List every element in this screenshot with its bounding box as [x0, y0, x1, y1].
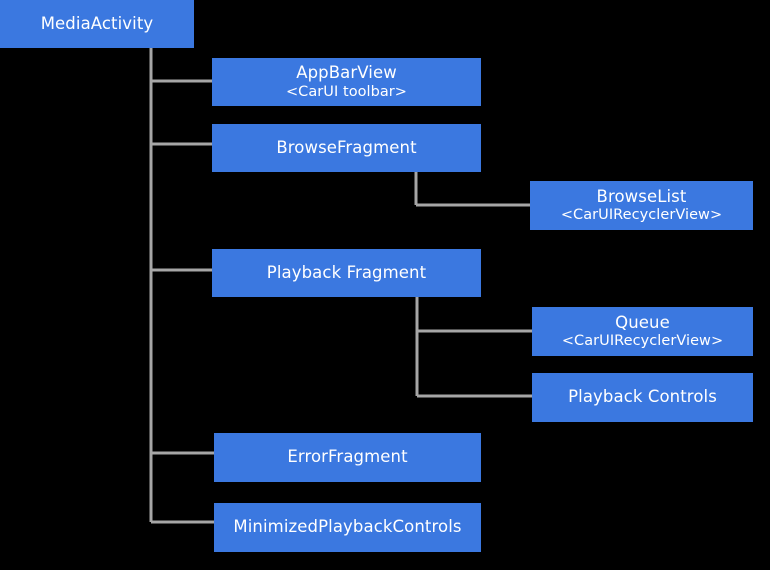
- node-title: Queue: [615, 312, 670, 332]
- node-title: Playback Controls: [568, 387, 717, 407]
- node-title: BrowseFragment: [276, 137, 417, 157]
- node-app-bar-view[interactable]: AppBarView <CarUI toolbar>: [212, 58, 481, 106]
- node-title: Playback Fragment: [266, 262, 427, 282]
- node-playback-fragment[interactable]: Playback Fragment: [212, 249, 481, 297]
- node-subtitle: <CarUIRecyclerView>: [560, 207, 723, 224]
- node-title: BrowseList: [596, 186, 687, 206]
- node-title: MinimizedPlaybackControls: [233, 517, 462, 537]
- node-title: AppBarView: [296, 63, 397, 83]
- node-title: ErrorFragment: [287, 447, 408, 467]
- node-subtitle: <CarUI toolbar>: [285, 83, 408, 100]
- node-browse-list[interactable]: BrowseList <CarUIRecyclerView>: [530, 181, 753, 230]
- node-title: MediaActivity: [40, 13, 154, 33]
- node-subtitle: <CarUIRecyclerView>: [561, 333, 724, 350]
- node-queue[interactable]: Queue <CarUIRecyclerView>: [532, 307, 753, 356]
- node-minimized-playback-controls[interactable]: MinimizedPlaybackControls: [214, 503, 481, 552]
- node-error-fragment[interactable]: ErrorFragment: [214, 433, 481, 482]
- node-playback-controls[interactable]: Playback Controls: [532, 373, 753, 422]
- node-media-activity[interactable]: MediaActivity: [0, 0, 194, 48]
- node-browse-fragment[interactable]: BrowseFragment: [212, 124, 481, 172]
